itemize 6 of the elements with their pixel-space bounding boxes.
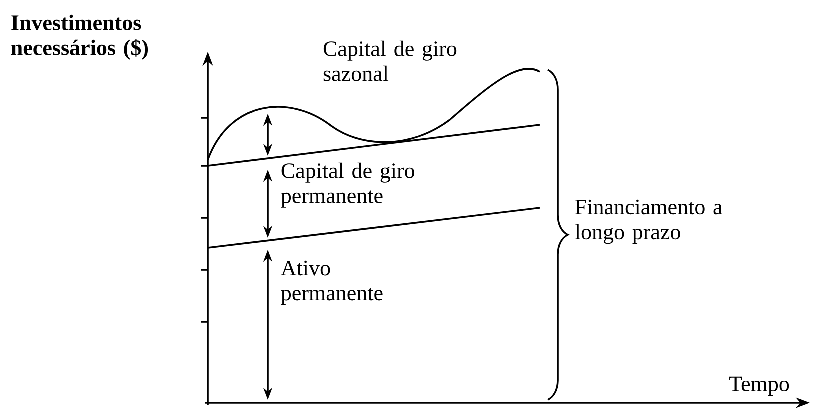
axis-label: Investimentos necessários ($) [12,14,148,60]
brace-label: Financiamento a longo prazo [575,200,722,244]
area-label: Capital de giro sazonal [324,40,457,82]
area-label: Capital de giro permanente [281,162,414,208]
axis-label: Tempo [730,376,790,396]
area-label: Ativo permanente [281,260,383,306]
